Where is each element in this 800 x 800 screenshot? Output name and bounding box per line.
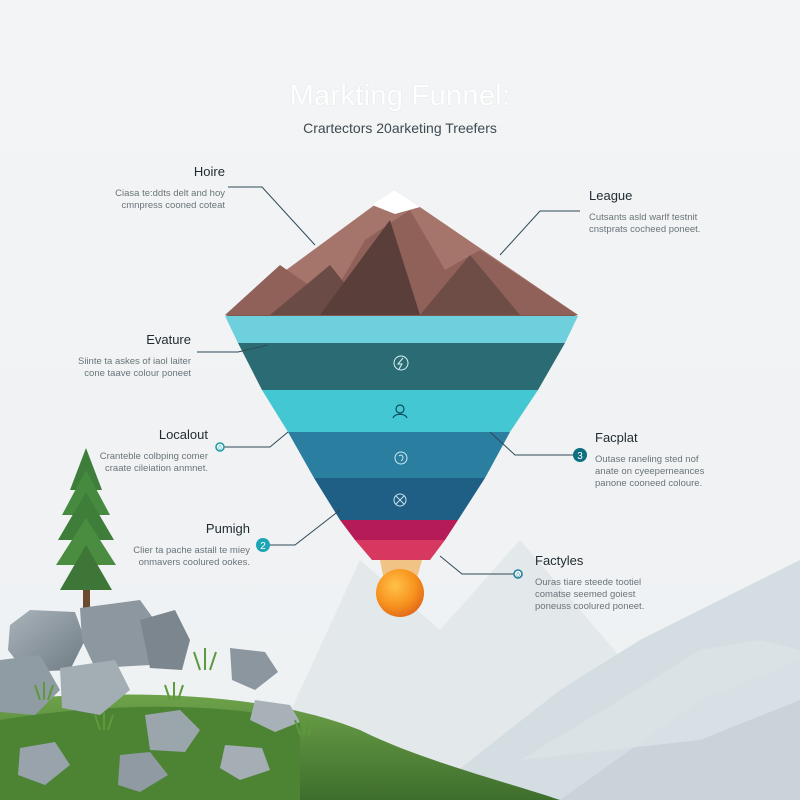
label-localout: Localout Cranteble colbping comer craate… (78, 427, 208, 475)
funnel-mountain-peak (225, 190, 578, 320)
label-factyles: Factyles Ouras tiare steede tootiel coma… (535, 553, 675, 613)
label-text-line: onmavers coolured ookes. (138, 557, 250, 568)
label-text-line: anate on cyeeperneances (595, 466, 705, 477)
label-text-line: Cutsants asld warlf testnit (589, 212, 698, 223)
lightning-icon (393, 355, 409, 371)
spiral-icon (394, 451, 408, 465)
funnel-band-6 (340, 520, 458, 540)
label-heading: League (589, 188, 633, 203)
label-text-line: craate cileiation anmnet. (105, 463, 208, 474)
badge-pumigh-number: 2 (260, 541, 266, 552)
label-text-line: Clier ta pache astall te miey (133, 545, 250, 556)
person-icon (392, 404, 408, 419)
label-heading: Factyles (535, 553, 584, 568)
badge-localout-number: 0 (218, 446, 222, 452)
page-title: Markting Funnel: (289, 80, 511, 112)
tools-icon (393, 493, 407, 507)
label-heading: Evature (146, 332, 191, 347)
label-heading: Pumigh (205, 521, 250, 536)
label-text-line: comatse seemed goiest (535, 589, 636, 600)
label-hoire: Hoire Ciasa te:ddts delt and hoy cmnpres… (95, 164, 225, 212)
funnel-band-7 (355, 540, 445, 560)
label-league: League Cutsants asld warlf testnit cnstp… (589, 188, 719, 236)
label-pumigh: Pumigh Clier ta pache astall te miey onm… (110, 521, 250, 569)
badge-factyles (513, 569, 523, 579)
label-text-line: cone taave colour poneet (84, 368, 191, 379)
label-text-line: cnstprats cocheed poneet. (589, 224, 701, 235)
label-text-line: poneuss coolured poneet. (535, 601, 645, 612)
label-text-line: Cranteble colbping comer (99, 451, 208, 462)
badge-facplat (573, 448, 587, 462)
label-text-line: cmnpress cooned coteat (121, 200, 225, 211)
label-text-line: Ciasa te:ddts delt and hoy (115, 188, 225, 199)
funnel-bands (225, 316, 578, 585)
label-evature: Evature Siinte ta askes of iaol laiter c… (55, 332, 191, 380)
badge-factyles-number: 0 (516, 573, 520, 579)
page-subtitle: Crartectors 20arketing Treefers (303, 120, 497, 136)
funnel-band-4 (288, 432, 510, 478)
grass-tufts (34, 648, 314, 736)
badge-pumigh (256, 538, 270, 552)
label-text-line: Siinte ta askes of iaol laiter (77, 356, 191, 367)
label-text-line: panone cooneed coloure. (595, 478, 703, 489)
funnel-band-2 (238, 343, 565, 390)
funnel-band-1 (225, 316, 578, 343)
label-heading: Localout (158, 427, 208, 442)
badge-localout (215, 442, 225, 452)
label-text-line: Ouras tiare steede tootiel (535, 577, 642, 588)
pine-tree (56, 448, 116, 610)
funnel-band-3 (262, 390, 538, 432)
badge-facplat-number: 3 (577, 451, 583, 462)
label-heading: Hoire (193, 164, 225, 179)
label-text-line: Outase raneling sted nof (595, 454, 699, 465)
funnel-drop (376, 569, 424, 617)
label-facplat: Facplat Outase raneling sted nof anate o… (595, 430, 735, 490)
label-heading: Facplat (595, 430, 638, 445)
